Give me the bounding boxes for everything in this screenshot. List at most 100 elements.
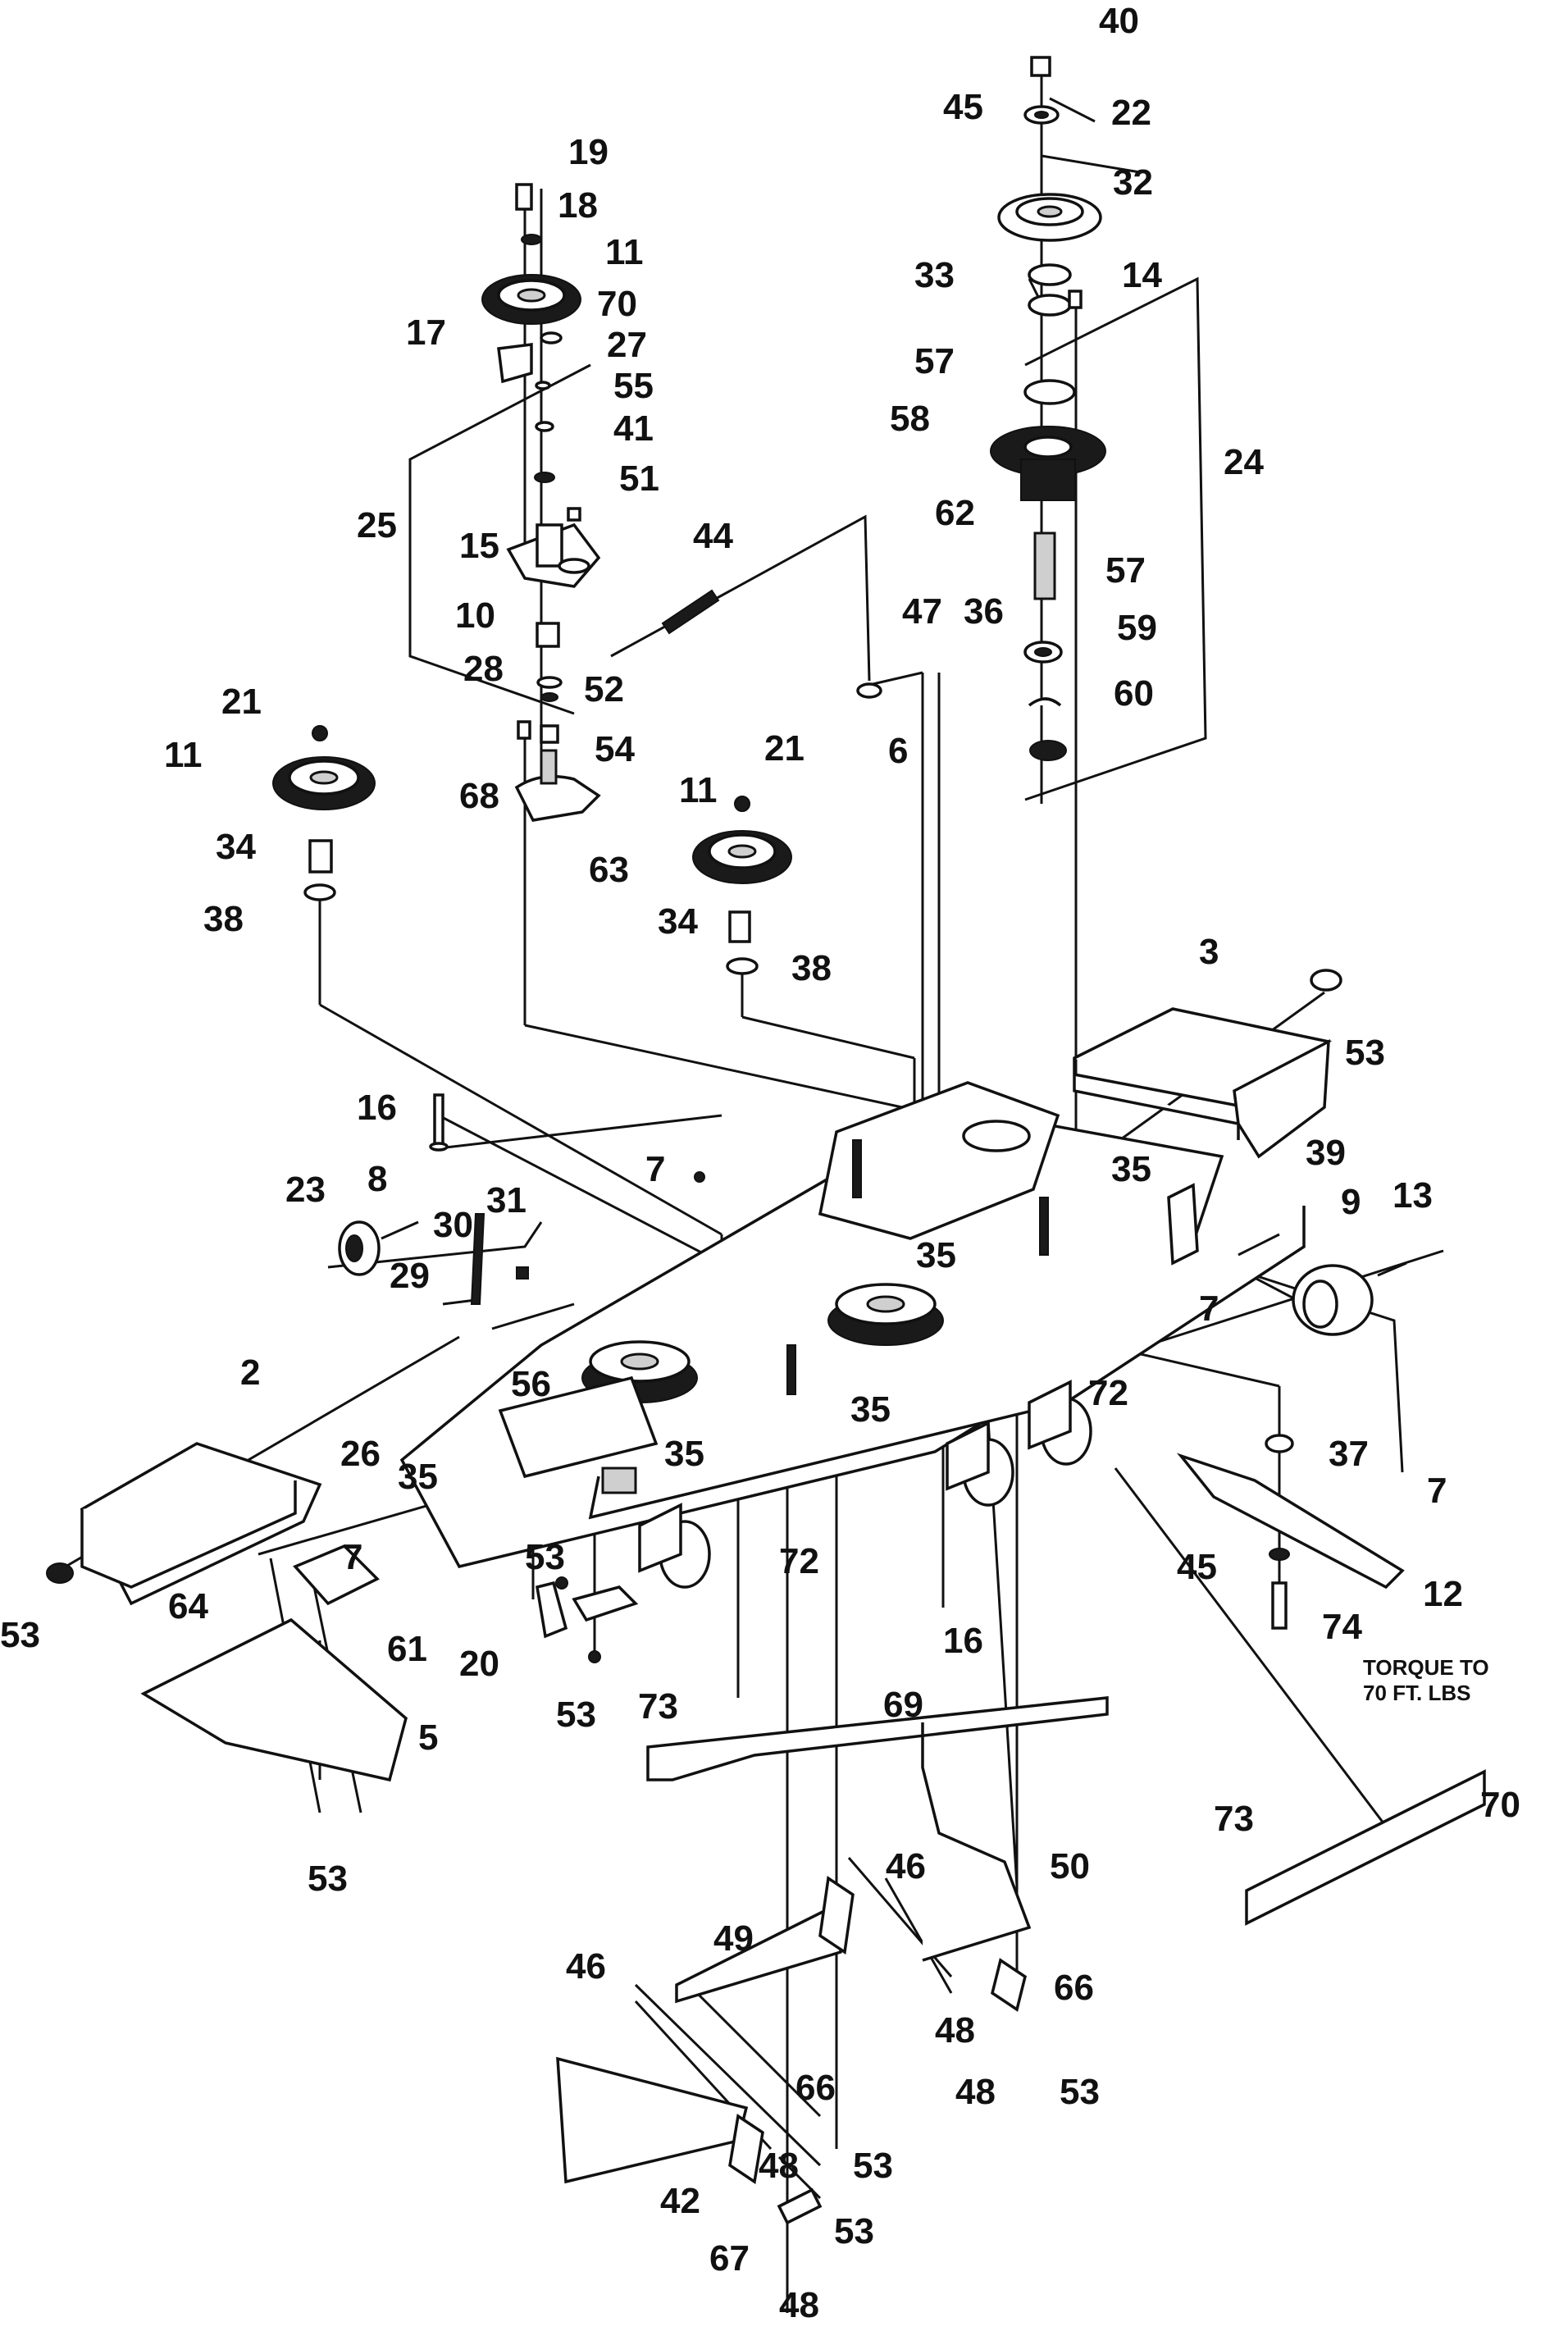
label-72-a: 72 [1088,1373,1128,1413]
baffle-50 [921,1722,1032,1962]
mower-blade [1176,1453,1405,1590]
label-70-b: 70 [1480,1785,1520,1825]
label-51: 51 [619,458,659,499]
label-50: 50 [1050,1846,1090,1886]
label-53-d: 53 [556,1695,596,1735]
baffle-board-69 [646,1696,1109,1781]
label-19: 19 [568,132,609,172]
label-16-b: 16 [943,1621,983,1661]
label-48-d: 48 [779,2285,819,2325]
label-16-a: 16 [357,1088,397,1128]
label-21-a: 21 [221,682,262,722]
label-14: 14 [1122,255,1162,295]
label-11-b: 11 [164,735,203,775]
label-22: 22 [1111,93,1151,133]
label-53-a: 53 [1345,1033,1385,1073]
label-42: 42 [660,2181,700,2221]
label-73-a: 73 [638,1686,678,1727]
label-40: 40 [1099,1,1139,41]
parts [46,56,1486,2225]
label-35-d: 35 [398,1457,438,1497]
label-9: 9 [1341,1182,1361,1222]
label-66-a: 66 [1054,1968,1094,2008]
label-48-a: 48 [935,2010,975,2050]
label-60: 60 [1114,673,1154,714]
label-24: 24 [1224,442,1264,482]
label-7-c: 7 [1427,1471,1447,1511]
label-35-c: 35 [850,1389,891,1430]
label-45-b: 45 [1177,1547,1217,1587]
label-69: 69 [883,1685,923,1725]
label-70-a: 70 [597,284,637,324]
label-67: 67 [709,2238,750,2279]
idler-assembly [481,183,601,822]
label-28: 28 [463,649,504,689]
baffle-49 [675,1900,842,2004]
label-58: 58 [890,399,930,439]
label-20: 20 [459,1644,499,1684]
label-63: 63 [589,850,629,890]
label-33: 33 [914,255,955,295]
label-46-b: 46 [566,1946,606,1987]
label-7-d: 7 [343,1537,362,1577]
label-64: 64 [168,1586,208,1626]
label-53-f: 53 [1060,2072,1100,2112]
label-47: 47 [902,591,942,632]
baffle-42 [556,2056,749,2184]
label-57-a: 57 [914,341,955,381]
label-68: 68 [459,776,499,816]
label-55: 55 [613,366,654,406]
label-74: 74 [1322,1607,1362,1647]
label-53-c: 53 [0,1615,40,1655]
label-41: 41 [613,408,654,449]
label-34-a: 34 [216,827,256,867]
label-56: 56 [511,1364,551,1404]
label-48-c: 48 [759,2146,799,2186]
label-15: 15 [459,526,499,566]
label-35-b: 35 [916,1235,956,1275]
label-35-e: 35 [664,1434,704,1474]
label-73-b: 73 [1214,1799,1254,1839]
label-72-b: 72 [779,1541,819,1581]
label-45: 45 [943,87,983,127]
label-57-b: 57 [1105,550,1146,591]
label-38-a: 38 [203,899,244,939]
label-30: 30 [433,1205,473,1245]
label-17: 17 [406,312,446,353]
label-11-a: 11 [605,232,644,272]
center-idler-pulley [692,796,792,975]
label-5: 5 [418,1717,438,1758]
torque-note-line1: TORQUE TO [1363,1655,1489,1680]
label-53-h: 53 [834,2211,874,2251]
label-6: 6 [888,731,908,771]
label-8: 8 [367,1159,387,1199]
label-34-b: 34 [658,901,698,942]
label-32: 32 [1113,162,1153,203]
label-29: 29 [390,1256,430,1296]
label-2: 2 [240,1353,260,1393]
label-3: 3 [1199,932,1219,972]
label-44: 44 [693,516,733,556]
label-39: 39 [1306,1133,1346,1173]
label-48-b: 48 [955,2072,996,2112]
spindle-assembly [990,56,1106,761]
label-36: 36 [964,591,1004,632]
label-49: 49 [713,1918,754,1959]
part-number-labels: 40 45 22 32 33 14 19 18 11 70 17 2 7 55 5… [0,1,1520,2325]
label-10: 10 [455,595,495,636]
label-26: 26 [340,1434,381,1474]
label-62: 62 [935,493,975,533]
label-59: 59 [1117,608,1157,648]
label-12: 12 [1423,1574,1463,1614]
label-21-b: 21 [764,728,805,769]
label-52: 52 [584,669,624,709]
label-35-a: 35 [1111,1149,1151,1189]
label-11-c: 11 [679,770,718,810]
label-18: 18 [558,185,598,226]
spring [661,589,720,635]
label-31: 31 [486,1180,526,1220]
torque-note-line2: 70 FT. LBS [1363,1681,1470,1705]
label-66-b: 66 [795,2068,836,2108]
label-53-e: 53 [308,1859,348,1899]
